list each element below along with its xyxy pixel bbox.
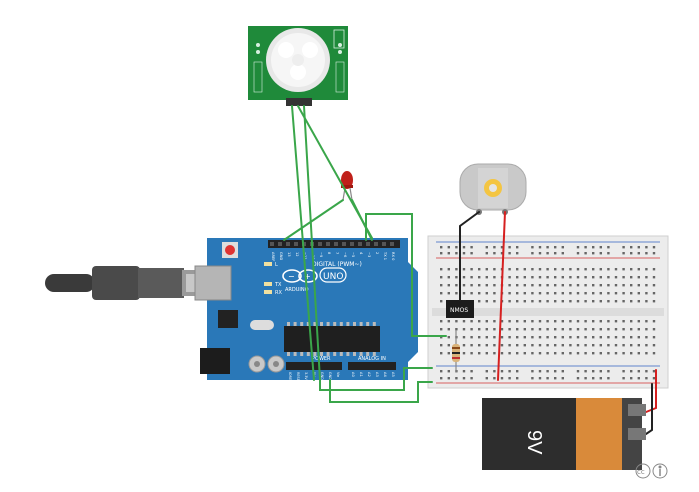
wire-battery-neg: [645, 383, 653, 435]
svg-text:TX: TX: [274, 282, 282, 288]
nmos-transistor: NMOS: [446, 300, 474, 318]
by-icon: [652, 463, 668, 479]
wire-pir-vcc: [303, 105, 321, 381]
digital-pin-label: GND: [279, 252, 283, 260]
analog-pin-label: A0: [351, 372, 355, 377]
onboard-leds: L TX RX: [264, 262, 282, 296]
license-badge[interactable]: cc: [635, 463, 668, 479]
brand-text: ARDUINO: [285, 287, 309, 293]
power-pin-label: RESET: [296, 372, 300, 384]
digital-label: DIGITAL (PWM~): [312, 261, 362, 268]
analog-header: [348, 362, 396, 370]
power-jack: [200, 348, 230, 374]
cc-icon: [635, 463, 651, 479]
svg-text:RX: RX: [275, 290, 282, 296]
power-pin-label: IOREF: [288, 372, 292, 382]
power-header: [286, 362, 342, 370]
pir-motion-sensor: [248, 26, 348, 106]
wire-5v-rail: [319, 367, 433, 391]
usb-jack: [194, 265, 232, 301]
power-pin-label: Vin: [336, 372, 340, 377]
digital-pin-label: 12: [295, 252, 299, 257]
breadboard: [427, 235, 669, 389]
model-text: UNO: [323, 272, 343, 282]
mosfet-label: NMOS: [450, 307, 468, 314]
digital-pin-label: AREF: [271, 252, 275, 261]
analog-pin-label: A3: [375, 372, 379, 377]
resistor: [452, 330, 460, 372]
digital-pin-label: 8: [327, 252, 331, 255]
digital-pin-label: RX 0: [391, 252, 395, 261]
power-pin-label: GND: [320, 372, 324, 380]
power-pin-label: GND: [328, 372, 332, 380]
digital-pin-label: ~9: [319, 252, 323, 258]
digital-pin-label: TX 1: [383, 251, 387, 260]
analog-pin-label: A5: [391, 372, 395, 377]
digital-pin-label: ~6: [343, 252, 347, 258]
svg-text:−: −: [288, 272, 295, 281]
svg-text:+: +: [304, 272, 311, 281]
digital-pin-label: ~5: [351, 252, 355, 257]
digital-pin-label: 7: [335, 252, 339, 254]
wire-pir-gnd: [291, 105, 315, 381]
wire-gnd-rail: [329, 379, 433, 403]
wire-led-1: [283, 199, 344, 241]
digital-pin-label: 13: [287, 252, 291, 257]
digital-pin-label: ~3: [367, 252, 371, 257]
power-label: POWER: [312, 356, 331, 362]
usb-cable: [45, 266, 212, 300]
wires: [283, 105, 657, 435]
pir-connector: [286, 98, 312, 106]
wire-battery-pos: [645, 369, 657, 413]
power-pin-label: 3.3V: [304, 372, 308, 380]
9v-battery: 9V: [482, 398, 646, 470]
battery-label: 9V: [523, 430, 545, 455]
svg-text:L: L: [275, 262, 278, 268]
analog-pin-label: A1: [359, 372, 363, 377]
wire-motor-neg: [459, 211, 480, 301]
digital-pin-label: 4: [359, 252, 363, 255]
analog-label: ANALOG IN: [358, 356, 386, 362]
wire-motor-pos: [497, 211, 506, 381]
wire-led-2: [351, 199, 373, 241]
svg-text:cc: cc: [637, 468, 645, 476]
analog-pin-label: A4: [383, 372, 387, 377]
red-led: [341, 171, 353, 201]
dc-motor: [459, 163, 527, 215]
digital-pin-label: 2: [375, 252, 379, 254]
atmega-chip: [284, 326, 380, 352]
arduino-logo: − +: [282, 269, 318, 283]
wire-signal-mosfet: [365, 213, 447, 337]
reset-button[interactable]: [225, 245, 235, 255]
analog-pin-label: A2: [367, 372, 371, 377]
